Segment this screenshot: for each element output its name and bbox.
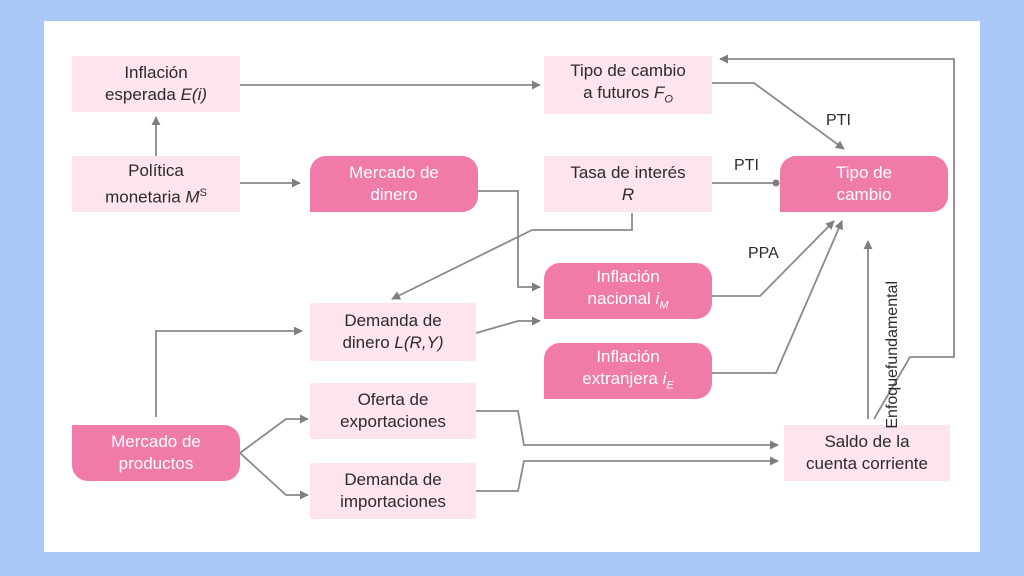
arrow-productos-to-exportaciones [239,414,309,454]
node-inflacion-extranjera: Inflación extranjera iE [544,343,712,399]
node-oferta-exportaciones: Oferta de exportaciones [310,383,476,439]
node-inflacion-esperada: Inflación esperada E(i) [72,56,240,112]
arrow-importaciones-to-saldo [476,456,779,492]
arrow-productos-to-importaciones [239,452,309,500]
node-variable: R [621,185,635,204]
node-line-with-var: dinero L(R,Y) [342,332,443,354]
node-tipo-cambio: Tipo de cambio [780,156,948,212]
node-line: Inflación [596,266,660,286]
node-line: extranjera [582,368,663,388]
node-mercado-productos: Mercado de productos [72,425,240,481]
node-demanda-importaciones: Demanda de importaciones [310,463,476,519]
node-line: Mercado de [349,163,439,182]
node-line-with-var: esperada E(i) [105,84,207,106]
node-line: Mercado de [111,432,201,451]
node-line: Demanda de [344,470,442,489]
node-superscript: S [199,186,207,199]
arrow-nacional-to-tipo-cambio [712,220,835,297]
node-politica-monetaria: Política monetaria MS [72,156,240,212]
edge-label-line: Enfoque [884,369,901,429]
arrow-exportaciones-to-saldo [476,410,779,450]
node-subscript: E [666,379,674,392]
arrow-demanda-dinero-to-nacional [475,316,541,334]
edge-label-pti-mid: PTI [734,157,759,174]
node-saldo-cuenta-corriente: Saldo de la cuenta corriente [784,425,950,481]
node-line: importaciones [340,492,446,511]
node-variable: i [655,288,660,308]
node-line-with-var: monetaria MS [105,182,207,209]
edge-label-ppa: PPA [748,245,779,262]
node-line: exportaciones [340,412,446,431]
node-line: esperada [104,85,181,104]
node-variable: L(R,Y) [394,333,444,352]
node-line-with-var: a futuros FO [583,82,673,110]
node-line: Política [128,160,184,180]
node-line: dinero [342,333,395,352]
node-line: cuenta corriente [806,454,928,473]
node-inflacion-nacional: Inflación nacional iM [544,263,712,319]
node-line: monetaria [105,187,186,207]
node-line: Inflación [596,346,660,366]
node-mercado-dinero: Mercado de dinero [310,156,478,212]
arrow-extranjera-to-tipo-cambio [712,220,843,374]
node-line: Tipo de [835,163,893,182]
node-line: Saldo de la [824,432,910,451]
node-line: Inflación [124,63,188,82]
edge-label-pti-top: PTI [826,112,851,129]
node-line: a futuros [583,82,654,102]
node-line-with-var: nacional iM [587,288,668,316]
arrow-tasa-to-demanda-dinero [391,213,633,300]
edge-label-enfoque-fundamental: fundamental Enfoque [873,280,913,430]
node-line: Tipo de cambio [570,60,686,80]
node-line: Demanda de [344,311,442,330]
node-variable: M [185,187,200,207]
node-line: Oferta de [357,390,429,409]
node-line-with-var: extranjera iE [582,368,673,396]
arrow-mercado-dinero-to-nacional [478,190,541,292]
node-line-with-var: R [622,184,634,206]
diagram-canvas: Inflación esperada E(i) Tipo de cambio a… [44,21,980,552]
node-variable: i [662,368,667,388]
node-subscript: O [664,93,673,106]
node-tasa-interes: Tasa de interés R [544,156,712,212]
node-demanda-dinero: Demanda de dinero L(R,Y) [310,303,476,361]
edge-label-line: fundamental [884,281,901,370]
node-line: nacional [587,288,656,308]
node-tipo-cambio-futuros: Tipo de cambio a futuros FO [544,56,712,114]
node-line: Tasa de interés [570,163,686,182]
node-variable: E(i) [180,85,208,104]
arrow-futuros-to-tipo-cambio [712,82,845,150]
node-variable: F [653,82,665,102]
node-subscript: M [659,299,669,312]
arrow-saldo-to-futuros [719,54,955,420]
connector-layer [151,54,955,500]
arrow-productos-to-demanda-dinero [155,326,303,417]
arrow-dot [772,179,780,187]
node-line: productos [118,454,194,473]
node-line: cambio [836,185,892,204]
node-line: dinero [370,185,418,204]
